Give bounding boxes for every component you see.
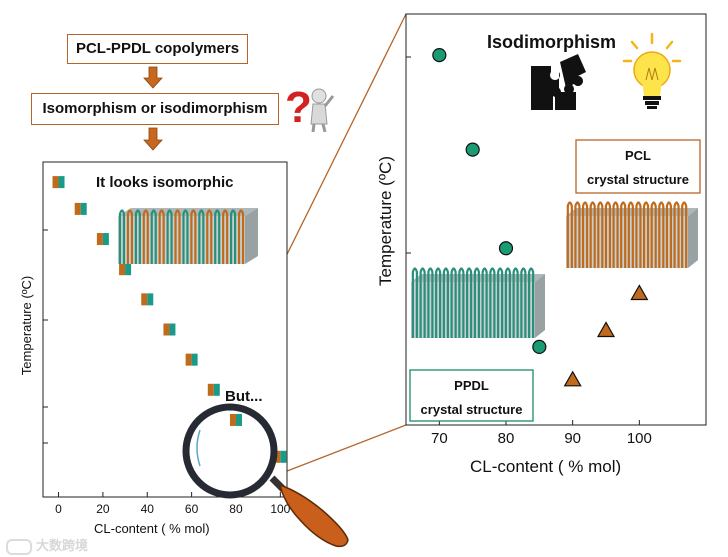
right-data-point-triangle: [596, 321, 616, 338]
left-data-point: [119, 263, 132, 276]
lamella-crystal-illustration-left: [118, 208, 258, 264]
left-x-tick-label: 40: [140, 502, 154, 516]
left-data-point: [185, 353, 198, 366]
magnifier-handle: [278, 483, 349, 548]
left-x-tick-label: 80: [229, 502, 243, 516]
right-x-tick-label: 80: [497, 430, 515, 447]
ppdl-label-box: [409, 369, 534, 422]
right-x-tick-label: 100: [626, 430, 652, 447]
ppdl-label-line1: PPDL: [454, 378, 489, 393]
left-data-point: [141, 293, 154, 306]
light-bulb-icon: [622, 32, 682, 109]
right-data-point-circle: [532, 339, 547, 355]
pcl-label-box: [575, 139, 701, 194]
watermark-logo-icon: [6, 538, 32, 555]
left-data-point: [207, 383, 220, 396]
left-data-point: [74, 202, 87, 215]
left-x-tick-label: 100: [270, 502, 291, 516]
left-x-axis-label: CL-content ( % mol): [94, 521, 210, 536]
right-data-point-triangle: [630, 284, 649, 301]
left-data-point: [52, 176, 65, 189]
magnifier-lens: [182, 403, 278, 499]
left-data-point: [229, 413, 242, 426]
svg-text:?: ?: [285, 83, 312, 132]
left-annotation-but: But...: [225, 388, 263, 405]
left-x-tick-label: 0: [55, 502, 62, 516]
watermark: 大数跨境: [6, 535, 88, 555]
lamella-crystal-illustration-ppdl: [411, 267, 545, 338]
pcl-label-line1: PCL: [625, 148, 651, 163]
left-y-ticks: [43, 229, 48, 444]
right-data-point-triangle: [563, 370, 582, 387]
left-x-tick-label: 60: [184, 502, 199, 516]
left-data-point: [274, 450, 287, 463]
left-data-point: [96, 233, 109, 246]
right-data-point-circle: [432, 47, 447, 63]
left-data-point: [163, 323, 176, 336]
right-data-point-circle: [498, 241, 514, 256]
right-x-tick-label: 70: [430, 430, 448, 447]
right-data-point-circle: [465, 142, 480, 157]
left-x-tick-label: 20: [96, 502, 110, 516]
left-data-points: [52, 176, 287, 463]
right-x-tick-label: 90: [564, 430, 581, 447]
ppdl-label-line2: crystal structure: [420, 402, 523, 417]
left-chart-title: It looks isomorphic: [96, 174, 234, 191]
right-data-points: [432, 47, 649, 387]
right-y-ticks: [406, 56, 411, 254]
puzzle-icon: [531, 54, 586, 110]
question-person-icon: ?: [285, 83, 335, 132]
right-chart-title: Isodimorphism: [487, 32, 617, 52]
right-y-axis-label: Temperature (ºC): [375, 156, 395, 286]
lamella-crystal-illustration-pcl: [566, 201, 698, 268]
pcl-label-line2: crystal structure: [587, 172, 689, 187]
right-x-axis-label: CL-content ( % mol): [470, 457, 622, 476]
watermark-text: 大数跨境: [36, 538, 89, 553]
